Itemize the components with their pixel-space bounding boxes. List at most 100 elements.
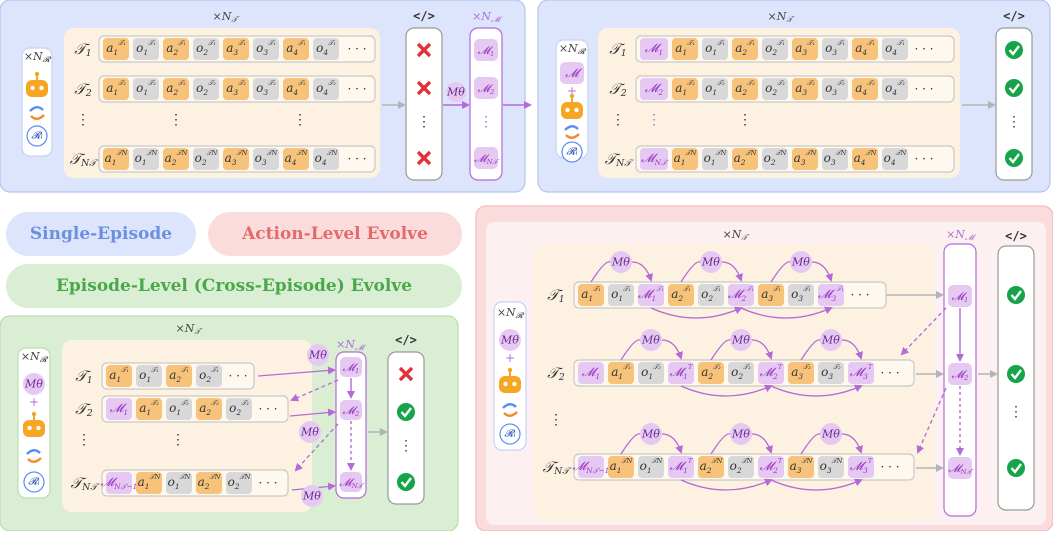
check-icon-mark xyxy=(400,477,412,488)
memory-carry-arc xyxy=(650,306,743,319)
observation-token-label: o1𝒯₁ xyxy=(139,366,159,384)
observation-token xyxy=(762,148,788,170)
vertical-ellipsis: ⋮ xyxy=(169,112,183,128)
memory-token xyxy=(340,357,362,377)
action-token-label: a2𝒯N xyxy=(198,473,221,491)
action-token-label: a2𝒯₂ xyxy=(735,79,755,97)
observation-token xyxy=(638,456,664,478)
vertical-ellipsis: ⋮ xyxy=(171,432,185,448)
mtheta-arc xyxy=(620,339,641,361)
observation-token-label: o3𝒯₂ xyxy=(825,79,845,97)
observation-token-label: o1𝒯₂ xyxy=(136,79,156,97)
observation-token-label: o4𝒯₂ xyxy=(885,79,905,97)
action-token xyxy=(223,78,249,100)
ellipsis: · · · xyxy=(228,369,247,383)
memory-token-label: 𝓜 xyxy=(565,66,582,80)
observation-token xyxy=(818,362,844,384)
cycle-icon xyxy=(30,114,45,120)
code-label: </> xyxy=(1003,9,1025,23)
mtheta-arc xyxy=(710,433,731,455)
memory-token-label: 𝓜1 xyxy=(110,401,128,417)
model-mtheta-label: Mθ xyxy=(308,349,327,362)
model-mtheta-badge xyxy=(23,373,45,395)
vertical-ellipsis: ⋮ xyxy=(76,112,90,128)
check-icon-mark xyxy=(1010,290,1022,301)
robot-antenna-tip xyxy=(569,93,575,99)
observation-token-label: o2𝒯N xyxy=(195,149,218,167)
observation-token-label: o2𝒯₁ xyxy=(765,39,785,57)
observation-token xyxy=(822,148,848,170)
memory-carry-arc xyxy=(770,384,863,397)
check-icon-mark xyxy=(1008,153,1020,164)
action-token-label: a2𝒯N xyxy=(734,149,757,167)
action-token xyxy=(223,148,249,170)
action-token xyxy=(136,472,162,494)
observation-token xyxy=(882,148,908,170)
code-label: </> xyxy=(413,9,435,23)
memory-token xyxy=(640,148,668,170)
memory-token xyxy=(474,39,498,61)
model-mtheta-label: Mθ xyxy=(611,256,630,269)
verifier-column xyxy=(995,27,1033,181)
memory-token xyxy=(340,472,362,492)
cycle-icon xyxy=(29,106,44,112)
observation-token-label: o1𝒯₁ xyxy=(611,285,631,303)
memory-column xyxy=(335,351,367,499)
reward-badge xyxy=(499,423,521,445)
action-token-label: a4𝒯₁ xyxy=(286,39,306,57)
vertical-ellipsis: ⋮ xyxy=(1009,404,1023,420)
action-token xyxy=(732,38,758,60)
verifier-column xyxy=(405,27,443,181)
action-token-label: a3𝒯₁ xyxy=(795,39,815,57)
action-token xyxy=(792,38,818,60)
verifier-column xyxy=(387,351,425,505)
vertical-ellipsis: ⋮ xyxy=(77,432,91,448)
ellipsis: · · · xyxy=(258,476,277,490)
action-token-label: a1𝒯₁ xyxy=(106,39,126,57)
check-icon-mark xyxy=(1008,45,1020,56)
memory-token-label: 𝓜2T xyxy=(760,457,783,475)
model-mtheta-label: Mθ xyxy=(701,256,720,269)
action-token-label: a1𝒯₂ xyxy=(675,79,695,97)
mtheta-arc xyxy=(800,339,821,361)
check-icon xyxy=(397,473,415,491)
memory-token xyxy=(758,362,784,384)
action-token xyxy=(732,148,758,170)
mtheta-arc xyxy=(590,261,611,283)
action-token xyxy=(283,38,309,60)
action-token-label: a3𝒯N xyxy=(794,149,817,167)
ellipsis: · · · xyxy=(914,82,933,96)
observation-token xyxy=(136,365,162,387)
observation-token xyxy=(253,38,279,60)
action-token-label: a4𝒯₂ xyxy=(855,79,875,97)
plus-sign: + xyxy=(29,395,39,409)
check-icon xyxy=(1007,365,1025,383)
observation-token-label: o4𝒯₁ xyxy=(316,39,336,57)
model-mtheta-label: Mθ xyxy=(641,428,660,441)
robot-icon xyxy=(561,102,583,119)
action-token xyxy=(103,78,129,100)
memory-token-label: 𝓜3T xyxy=(850,457,873,475)
model-mtheta-badge xyxy=(790,251,812,273)
action-token-label: a4𝒯N xyxy=(854,149,877,167)
action-token-label: a3𝒯₂ xyxy=(226,79,246,97)
observation-token-label: o2𝒯₂ xyxy=(765,79,785,97)
action-token-label: a3𝒯₁ xyxy=(761,285,781,303)
ellipsis: · · · xyxy=(880,460,899,474)
action-token xyxy=(672,78,698,100)
action-token-label: a1𝒯₁ xyxy=(581,285,601,303)
ellipsis: · · · xyxy=(914,152,933,166)
mtheta-arc xyxy=(721,261,743,282)
ellipsis: · · · xyxy=(914,42,933,56)
observation-token xyxy=(313,38,339,60)
action-token-label: a3𝒯N xyxy=(225,149,248,167)
robot-eye xyxy=(574,107,579,113)
cycle-icon xyxy=(502,403,517,409)
mtheta-arc xyxy=(800,433,821,455)
cross-icon xyxy=(416,80,432,96)
cycle-icon xyxy=(503,411,518,417)
action-token xyxy=(792,148,818,170)
observation-token xyxy=(226,472,252,494)
robot-icon xyxy=(26,80,48,97)
robot-eye xyxy=(512,381,517,387)
